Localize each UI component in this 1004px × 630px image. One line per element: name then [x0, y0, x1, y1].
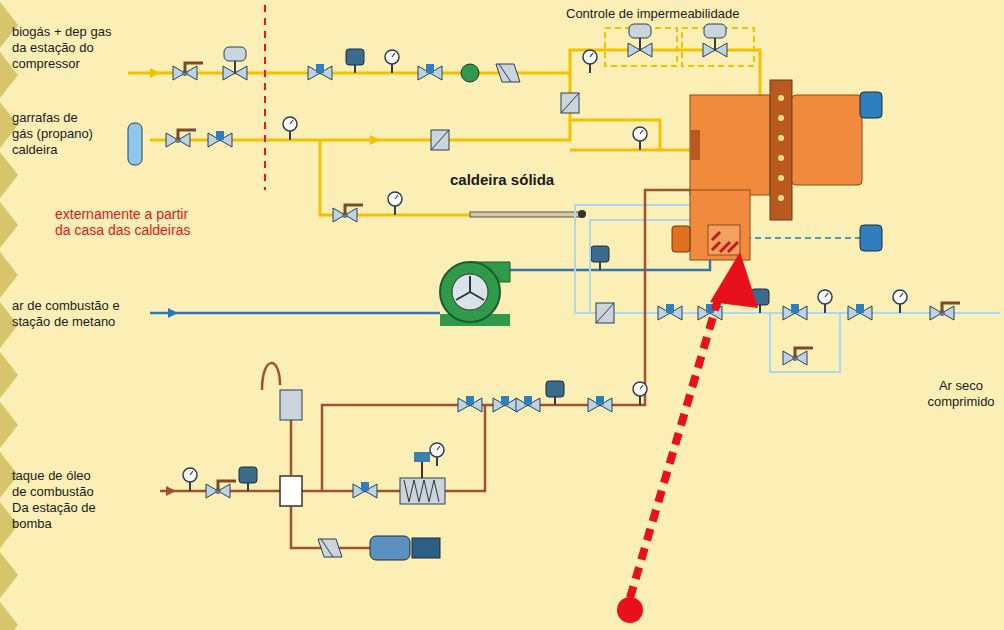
- flow-arrow: [150, 68, 160, 78]
- boundary-line: [264, 5, 266, 190]
- source-label: garrafas de gás (propano) caldeira: [12, 110, 98, 158]
- gas-fittings: [128, 24, 727, 222]
- oil-pump: [370, 536, 410, 560]
- flow-arrow: [166, 486, 176, 496]
- source-label: ar de combustão e stação de metano: [12, 298, 142, 330]
- oil-fittings: [183, 381, 647, 560]
- source-label: Ar seco comprimido: [922, 378, 1000, 410]
- source-label: biogás + dep gas da estação do compresso…: [12, 24, 124, 72]
- pilot-lance: [470, 212, 580, 217]
- pointer-arrow: [617, 252, 758, 623]
- note-label: externamente a partir da casa das caldei…: [55, 206, 205, 238]
- burner: [672, 80, 882, 260]
- air-fittings: [596, 289, 960, 365]
- source-label: taque de óleo de combustão Da estação de…: [12, 468, 104, 532]
- distributor: [280, 476, 302, 506]
- compressed-air-pipes: [575, 205, 1000, 372]
- impermeability-box: [605, 28, 754, 66]
- equipment-label: caldeira sólida: [450, 172, 600, 188]
- group-label: Controle de impermeabilidade: [566, 6, 796, 22]
- combustion-fan: [440, 262, 510, 326]
- air-pipes: [150, 255, 710, 313]
- heater: [400, 478, 445, 504]
- flow-arrow: [168, 308, 178, 318]
- oil-pipes: [160, 190, 695, 548]
- flow-arrow: [370, 135, 380, 145]
- gas-bottle: [128, 123, 142, 165]
- air-transmitter: [591, 246, 609, 270]
- lever-valve: [280, 390, 302, 420]
